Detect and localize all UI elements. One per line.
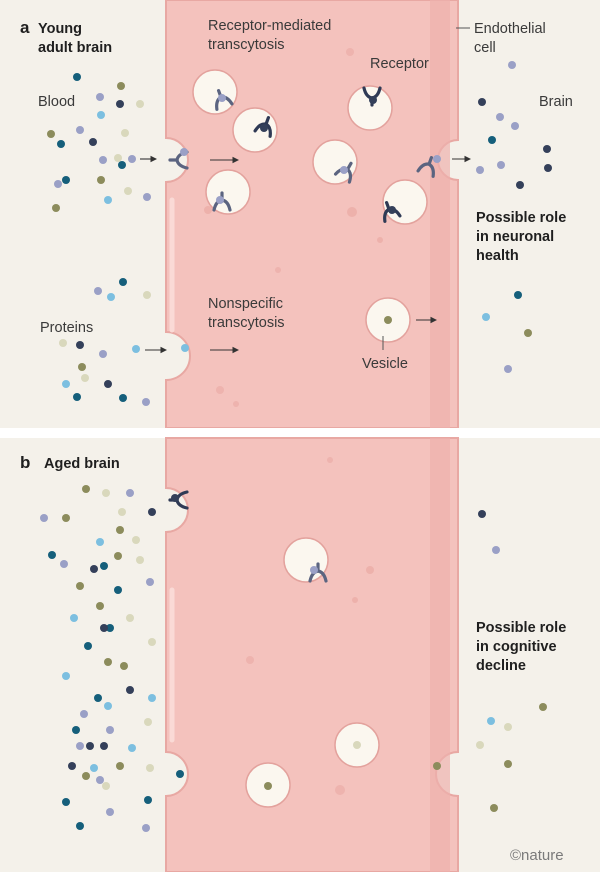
label-vesicle: Vesicle xyxy=(362,356,408,372)
panel-b-title: Aged brain xyxy=(44,456,120,472)
proteins-blood-b xyxy=(40,485,156,832)
label-nst-line2: transcytosis xyxy=(208,315,285,331)
role-a-line3: health xyxy=(476,248,519,264)
role-b-line3: decline xyxy=(476,658,526,674)
panel-a-title-line1: Young xyxy=(38,21,82,37)
vesicle xyxy=(283,537,329,583)
label-nst-line1: Nonspecific xyxy=(208,296,283,312)
label-endothelial-line2: cell xyxy=(474,40,496,56)
role-b-line2: in cognitive xyxy=(476,639,557,655)
label-brain: Brain xyxy=(539,94,573,110)
proteins-brain-a xyxy=(476,61,552,373)
role-a-line1: Possible role xyxy=(476,210,566,226)
panel-a-title-line2: adult brain xyxy=(38,40,112,56)
role-a-line2: in neuronal xyxy=(476,229,554,245)
leader-lines xyxy=(382,27,470,350)
receptors xyxy=(168,86,441,583)
transport-arrows xyxy=(140,155,472,354)
label-receptor: Receptor xyxy=(370,56,429,72)
proteins-blood-a xyxy=(47,73,151,406)
endothelium-panel-b xyxy=(165,437,459,872)
role-b-line1: Possible role xyxy=(476,620,566,636)
label-proteins: Proteins xyxy=(40,320,93,336)
label-rmt-line2: transcytosis xyxy=(208,37,285,53)
vesicles-panel-b xyxy=(245,537,380,808)
label-rmt-line1: Receptor-mediated xyxy=(208,18,331,34)
panel-divider xyxy=(0,428,600,438)
nature-credit: ©nature xyxy=(510,847,564,864)
vesicle xyxy=(347,85,393,131)
label-blood: Blood xyxy=(38,94,75,110)
vesicle xyxy=(192,69,238,115)
proteins-brain-b xyxy=(476,510,547,812)
vesicle-cargo xyxy=(176,316,441,790)
panel-a-letter: a xyxy=(20,18,30,37)
vesicle xyxy=(382,179,428,225)
panel-b-letter: b xyxy=(20,453,30,472)
label-endothelial-line1: Endothelial xyxy=(474,21,546,37)
